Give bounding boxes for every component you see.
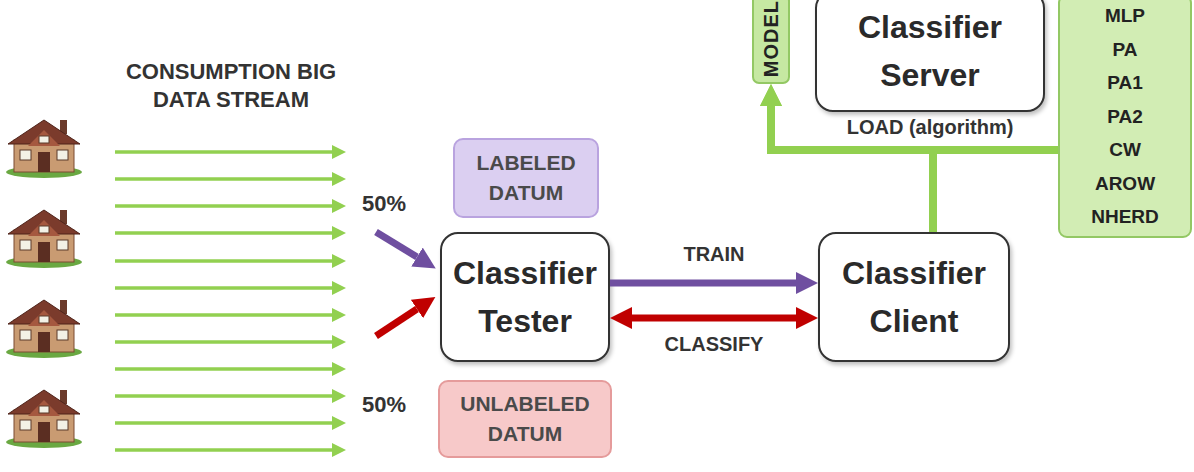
house-icon [6,390,82,448]
algorithm-list-box: MLPPAPA1PA2CWAROWNHERD [1058,0,1192,238]
client-box: Classifier Client [818,232,1010,362]
stream-arrow [115,367,332,371]
stream-arrow [115,394,332,398]
house-icon [6,300,82,358]
node-text: Classifier Server [823,3,1037,99]
labeled-datum-box: LABELED DATUM [453,138,599,218]
load-link [771,106,1058,150]
node-text: Classifier Client [826,249,1002,345]
node-text: AROW [1095,167,1155,201]
stream-arrow [115,259,332,263]
stream-arrow [115,313,332,317]
stream-arrows [115,152,332,450]
node-text: PA1 [1107,66,1143,100]
stream-arrow [115,231,332,235]
stream-arrow [115,204,332,208]
node-text: LABELED DATUM [459,148,593,209]
labeled-input-arrow [376,232,417,257]
node-text: CW [1109,133,1141,167]
edge-label: CLASSIFY [665,333,764,356]
stream-arrow [115,286,332,290]
tester-box: Classifier Tester [440,232,610,362]
node-text: MLP [1105,0,1145,33]
stream-arrow [115,448,332,452]
node-text: PA2 [1107,100,1143,134]
node-text: MODEL [760,0,783,77]
edge-label: TRAIN [683,243,744,266]
house-icon [6,210,82,268]
node-text: UNLABELED DATUM [444,389,606,450]
classify-arrow [632,315,796,322]
train-arrow [610,280,796,287]
percentage-label: 50% [352,190,416,218]
node-text: PA [1113,33,1138,67]
unlabeled-datum-box: UNLABELED DATUM [438,380,612,458]
edge-label: LOAD (algorithm) [847,116,1014,139]
unlabeled-input-arrow [376,309,417,336]
house-icon [6,120,82,178]
stream-arrow [115,421,332,425]
model-box: MODEL [752,0,790,84]
stream-arrow [115,177,332,181]
server-box: Classifier Server [815,0,1045,112]
stream-title: CONSUMPTION BIG DATA STREAM [102,58,360,114]
node-text: Classifier Tester [448,249,602,345]
stream-arrow [115,150,332,154]
percentage-label: 50% [352,391,416,419]
node-text: NHERD [1091,200,1159,234]
stream-arrow [115,340,332,344]
